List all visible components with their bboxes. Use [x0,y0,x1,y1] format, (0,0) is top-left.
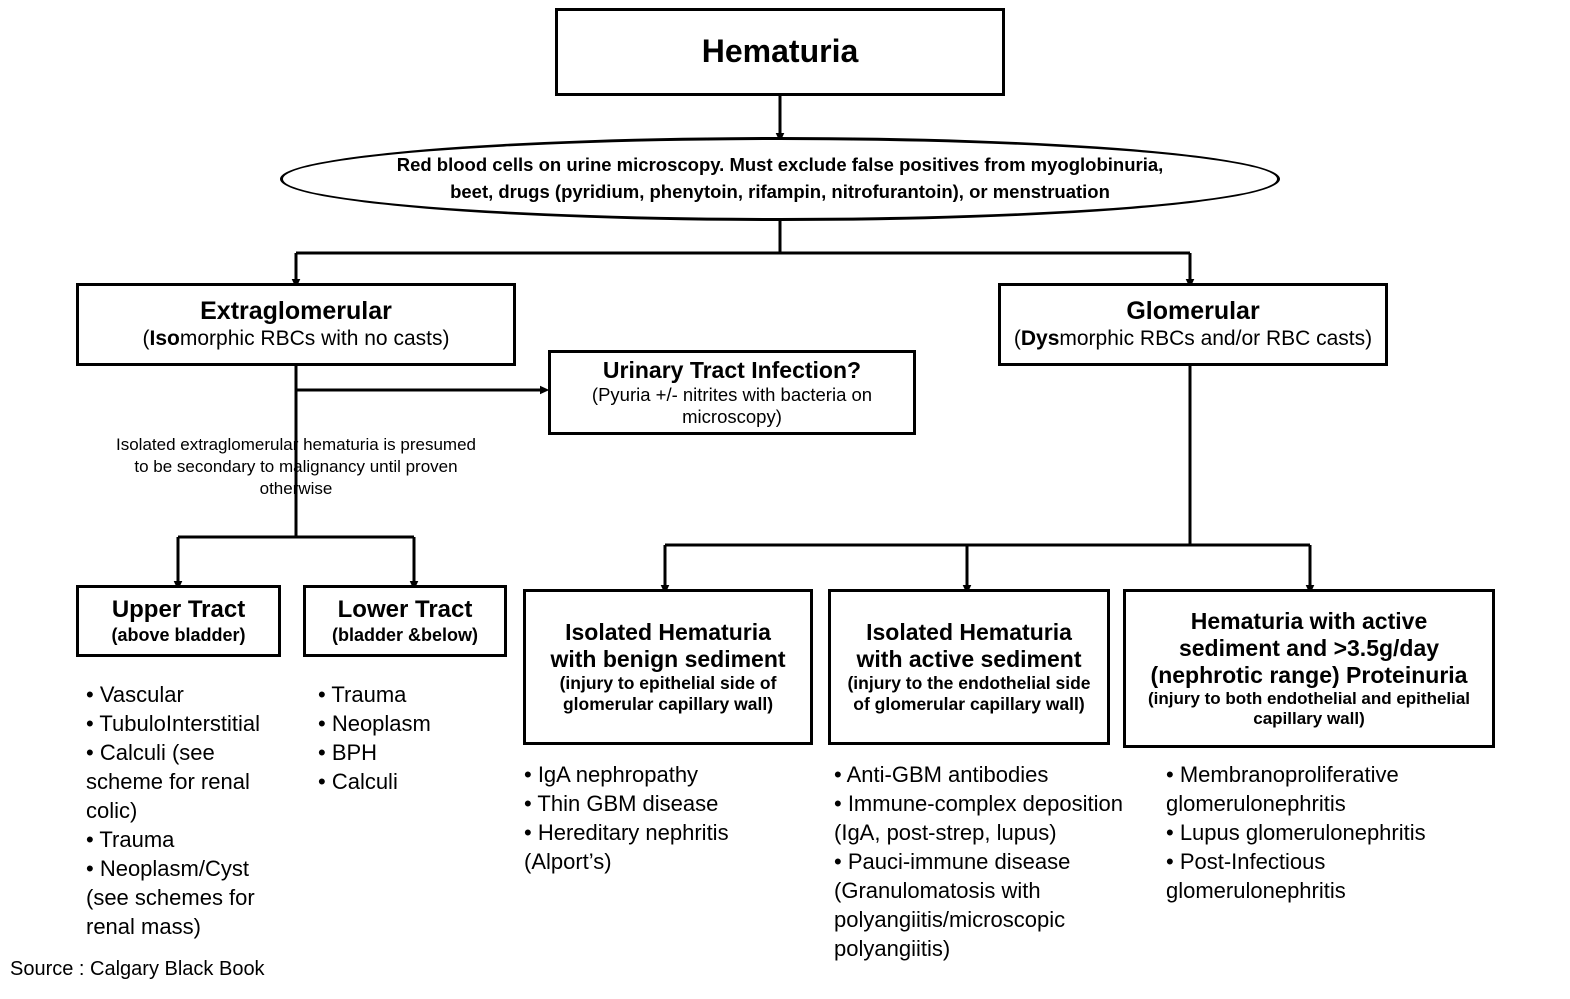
benign-title-line-2: with benign sediment [550,646,786,673]
node-hematuria-label: Hematuria [701,33,859,70]
extraglomerular-iso-emphasis: Iso [149,326,180,350]
active-title-line-1: Isolated Hematuria [866,619,1072,646]
node-urinary-tract-infection[interactable]: Urinary Tract Infection? (Pyuria +/- nit… [548,350,916,435]
node-uti-sub-1: (Pyuria +/- nitrites with bacteria on [591,384,873,406]
active-sub-line-1: (injury to the endothelial side [847,673,1091,694]
node-glomerular-subtitle: (Dysmorphic RBCs and/or RBC casts) [1013,326,1373,350]
upper-tract-list: • Vascular • TubuloInterstitial • Calcul… [86,682,261,940]
malignancy-note: Isolated extraglomerular hematuria is pr… [80,434,512,499]
nephrotic-title-line-1: Hematuria with active [1190,607,1428,634]
node-upper-tract[interactable]: Upper Tract (above bladder) [76,585,281,657]
node-hematuria[interactable]: Hematuria [555,8,1005,96]
benign-sediment-list: • IgA nephropathy • Thin GBM disease • H… [524,762,729,875]
node-isolated-hematuria-active-sediment[interactable]: Isolated Hematuria with active sediment … [828,589,1110,745]
node-hematuria-nephrotic-proteinuria[interactable]: Hematuria with active sediment and >3.5g… [1123,589,1495,748]
node-upper-tract-title: Upper Tract [111,596,246,624]
benign-title-line-1: Isolated Hematuria [565,619,771,646]
lower-tract-list: • Trauma • Neoplasm • BPH • Calculi [318,682,431,795]
nephrotic-sub-line-1: (injury to both endothelial and epitheli… [1147,689,1471,709]
criteria-line-1: Red blood cells on urine microscopy. Mus… [396,154,1164,176]
node-uti-title: Urinary Tract Infection? [602,357,862,384]
malignancy-note-line-3: otherwise [259,478,333,498]
node-upper-tract-subtitle: (above bladder) [111,624,246,645]
active-sub-line-2: of glomerular capillary wall) [853,694,1085,715]
node-criteria-ellipse[interactable]: Red blood cells on urine microscopy. Mus… [280,137,1280,221]
node-lower-tract[interactable]: Lower Tract (bladder &below) [303,585,507,657]
benign-sub-line-1: (injury to epithelial side of [559,673,777,694]
node-glomerular-title: Glomerular [1126,297,1260,326]
node-glomerular[interactable]: Glomerular (Dysmorphic RBCs and/or RBC c… [998,283,1388,366]
malignancy-note-line-1: Isolated extraglomerular hematuria is pr… [115,435,476,454]
node-uti-sub-2: microscopy) [682,406,782,428]
malignancy-note-line-2: to be secondary to malignancy until prov… [134,456,458,476]
glomerular-dys-emphasis: Dys [1020,326,1060,350]
active-title-line-2: with active sediment [856,646,1082,673]
criteria-line-2: beet, drugs (pyridium, phenytoin, rifamp… [450,181,1110,202]
nephrotic-list: • Membranoproliferative glomerulonephrit… [1166,762,1426,904]
node-lower-tract-subtitle: (bladder &below) [331,624,478,645]
nephrotic-sub-line-2: capillary wall) [1253,709,1365,729]
active-sediment-list: • Anti-GBM antibodies • Immune-complex d… [834,762,1123,962]
node-extraglomerular-title: Extraglomerular [200,297,392,326]
node-lower-tract-title: Lower Tract [337,596,473,624]
nephrotic-title-line-3: (nephrotic range) Proteinuria [1150,662,1468,689]
benign-sub-line-2: glomerular capillary wall) [562,694,774,715]
node-isolated-hematuria-benign-sediment[interactable]: Isolated Hematuria with benign sediment … [523,589,813,745]
node-extraglomerular-subtitle: (Isomorphic RBCs with no casts) [142,326,450,350]
node-extraglomerular[interactable]: Extraglomerular (Isomorphic RBCs with no… [76,283,516,366]
source-caption: Source : Calgary Black Book [10,958,265,980]
nephrotic-title-line-2: sediment and >3.5g/day [1178,634,1440,661]
